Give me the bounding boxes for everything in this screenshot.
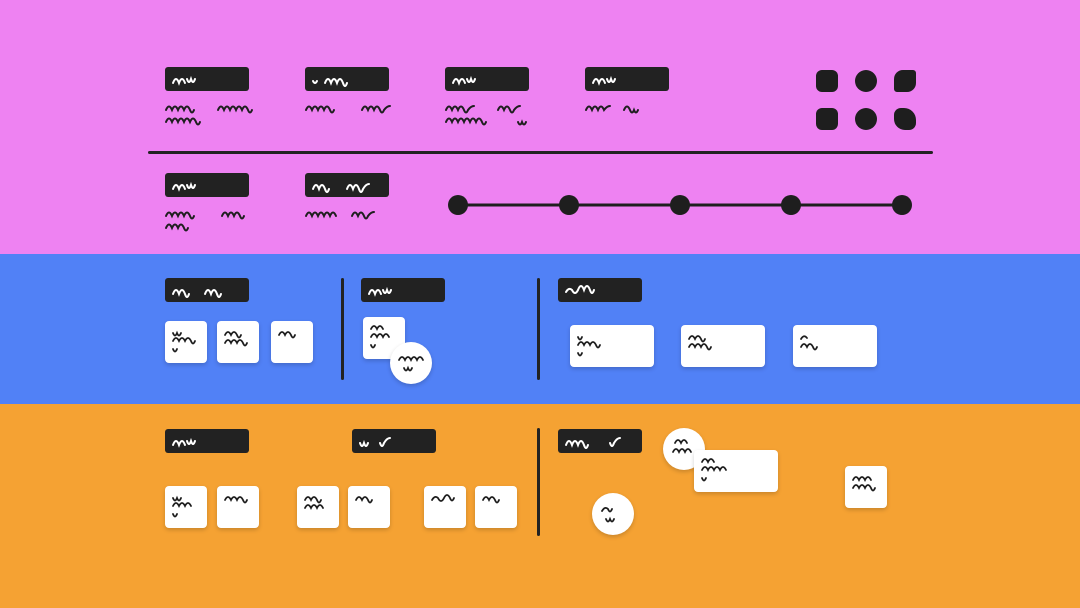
vertical-divider bbox=[537, 278, 540, 380]
timeline bbox=[448, 195, 912, 215]
vertical-divider bbox=[341, 278, 344, 380]
timeline-milestone[interactable] bbox=[670, 195, 690, 215]
vertical-divider bbox=[537, 428, 540, 536]
timeline-milestone[interactable] bbox=[892, 195, 912, 215]
shape-circle[interactable] bbox=[855, 108, 877, 130]
shape-circle[interactable] bbox=[855, 70, 877, 92]
wide-sticky-note[interactable] bbox=[793, 325, 877, 367]
column-heading bbox=[165, 173, 249, 197]
column-heading bbox=[305, 173, 389, 197]
description-scribble bbox=[165, 211, 245, 232]
column-heading bbox=[165, 429, 249, 453]
shape-blob[interactable] bbox=[894, 108, 916, 130]
column-heading bbox=[558, 278, 642, 302]
sticky-note[interactable] bbox=[845, 466, 887, 508]
wide-sticky-note[interactable] bbox=[681, 325, 765, 367]
dot-sticker[interactable] bbox=[390, 342, 432, 384]
description-scribble bbox=[165, 105, 253, 126]
description-scribble bbox=[585, 105, 639, 114]
sticky-note[interactable] bbox=[165, 321, 207, 363]
sticky-note[interactable] bbox=[271, 321, 313, 363]
description-scribble bbox=[305, 211, 375, 220]
shape-rounded-square[interactable] bbox=[816, 108, 838, 130]
shape-rounded-square[interactable] bbox=[816, 70, 838, 92]
shape-pinched-square[interactable] bbox=[894, 70, 916, 92]
sticky-note[interactable] bbox=[475, 486, 517, 528]
sticky-note[interactable] bbox=[165, 486, 207, 528]
wide-sticky-note[interactable] bbox=[694, 450, 778, 492]
description-scribble bbox=[305, 105, 391, 114]
middle-section bbox=[0, 254, 1080, 404]
sticky-note[interactable] bbox=[217, 321, 259, 363]
sticky-note[interactable] bbox=[297, 486, 339, 528]
column-heading bbox=[165, 278, 249, 302]
timeline-milestone[interactable] bbox=[448, 195, 468, 215]
horizontal-divider bbox=[148, 151, 933, 154]
wide-sticky-note[interactable] bbox=[570, 325, 654, 367]
dot-sticker[interactable] bbox=[592, 493, 634, 535]
column-heading bbox=[305, 67, 389, 91]
description-scribble bbox=[445, 105, 527, 126]
column-heading bbox=[165, 67, 249, 91]
column-heading bbox=[558, 429, 642, 453]
sticky-note[interactable] bbox=[217, 486, 259, 528]
column-heading bbox=[352, 429, 436, 453]
timeline-milestone[interactable] bbox=[559, 195, 579, 215]
column-heading bbox=[361, 278, 445, 302]
column-heading bbox=[445, 67, 529, 91]
sticky-note[interactable] bbox=[424, 486, 466, 528]
bottom-section bbox=[0, 404, 1080, 608]
sticky-note[interactable] bbox=[348, 486, 390, 528]
timeline-milestone[interactable] bbox=[781, 195, 801, 215]
column-heading bbox=[585, 67, 669, 91]
